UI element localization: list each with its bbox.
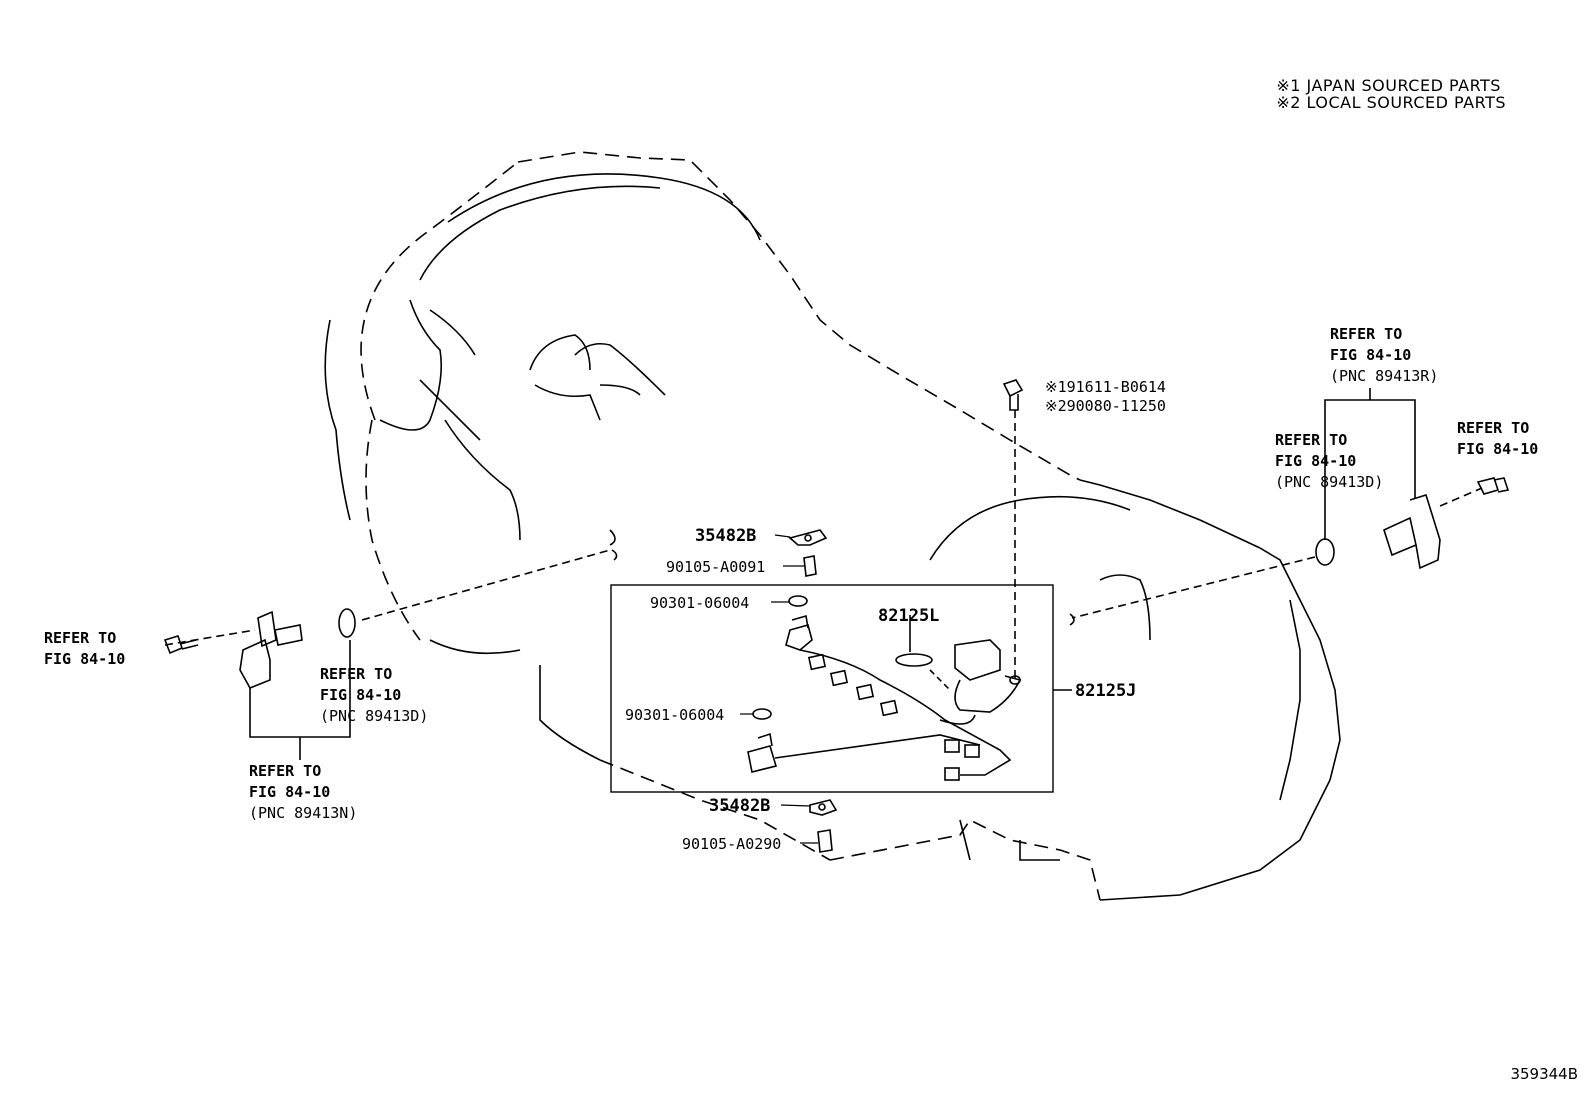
legend-item-japan: ※1 JAPAN SOURCED PARTS [1276, 76, 1501, 95]
ref-pnc: (PNC 89413R) [1330, 367, 1439, 385]
part-sensor-oring[interactable]: 82125L [878, 606, 940, 626]
ref-right-oring[interactable]: REFER TO FIG 84-10 (PNC 89413D) [1275, 430, 1383, 493]
ref-left-bolt[interactable]: REFER TO FIG 84-10 [44, 628, 125, 670]
clamp-bottom-icon [809, 799, 838, 816]
ref-left-oring[interactable]: REFER TO FIG 84-10 (PNC 89413D) [320, 664, 428, 727]
ref-line: FIG 84-10 [320, 686, 402, 704]
clamp-top-icon [788, 529, 828, 546]
ref-line: FIG 84-10 [44, 650, 126, 668]
ref-pnc: (PNC 89413N) [249, 804, 358, 822]
part-bolt-top[interactable]: 90105-A0091 [666, 558, 766, 576]
sensor-oring-82125l-icon [895, 653, 933, 667]
harness-kit-box [610, 584, 1054, 793]
ref-line: REFER TO [320, 665, 393, 683]
ref-line: FIG 84-10 [249, 783, 331, 801]
ref-line: REFER TO [1275, 431, 1348, 449]
part-bolt-local[interactable]: ※290080-11250 [1045, 397, 1166, 415]
position-sensor-icon [939, 639, 1022, 725]
left-speed-sensor-icon [239, 610, 303, 690]
bolt-bottom-icon [817, 829, 833, 853]
right-oring-icon [1315, 538, 1335, 566]
ref-pnc: (PNC 89413D) [320, 707, 429, 725]
ref-pnc: (PNC 89413D) [1275, 473, 1384, 491]
bolt-top-icon [803, 555, 817, 577]
left-oring-icon [338, 608, 356, 638]
part-bolt-bottom[interactable]: 90105-A0290 [682, 835, 782, 853]
part-oring-2[interactable]: 90301-06004 [625, 706, 725, 724]
wire-harness-icon [747, 614, 1012, 781]
oring-top-icon [788, 595, 808, 607]
right-sensor-group [1069, 388, 1510, 626]
right-speed-sensor-icon [1383, 493, 1441, 570]
leader-lines [740, 534, 818, 844]
left-sensor-group [163, 529, 618, 760]
part-clamp-top[interactable]: 35482B [695, 526, 757, 546]
part-harness[interactable]: 82125J [1075, 681, 1137, 701]
legend: ※1 JAPAN SOURCED PARTS ※2 LOCAL SOURCED … [1276, 77, 1506, 111]
legend-item-local: ※2 LOCAL SOURCED PARTS [1276, 93, 1506, 112]
left-bolt-icon [163, 635, 199, 655]
part-bolt-japan[interactable]: ※191611-B0614 [1045, 378, 1166, 396]
right-bolt-icon [1476, 477, 1510, 495]
ref-line: FIG 84-10 [1330, 346, 1412, 364]
ref-line: FIG 84-10 [1275, 452, 1357, 470]
part-clamp-bottom[interactable]: 35482B [709, 796, 771, 816]
oring-mid-icon [752, 708, 772, 720]
ref-right-bolt[interactable]: REFER TO FIG 84-10 [1457, 418, 1538, 460]
diagram-code: 359344B [1510, 1065, 1578, 1083]
transmission-housing-outline [324, 151, 1341, 901]
ref-line: REFER TO [1457, 419, 1530, 437]
ref-line: REFER TO [44, 629, 117, 647]
ref-line: REFER TO [249, 762, 322, 780]
bolt-19161-icon [1002, 379, 1024, 411]
ref-left-sensor[interactable]: REFER TO FIG 84-10 (PNC 89413N) [249, 761, 357, 824]
ref-line: FIG 84-10 [1457, 440, 1539, 458]
part-oring-1[interactable]: 90301-06004 [650, 594, 750, 612]
ref-line: REFER TO [1330, 325, 1403, 343]
ref-right-top[interactable]: REFER TO FIG 84-10 (PNC 89413R) [1330, 324, 1438, 387]
